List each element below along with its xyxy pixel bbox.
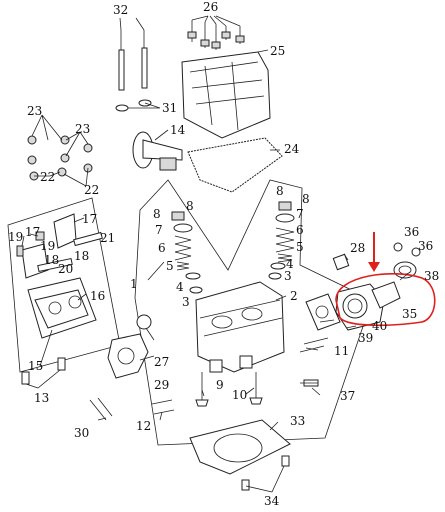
callout-11: 11 xyxy=(334,344,349,358)
cylinder-head-cover xyxy=(181,51,271,139)
callout-6-left: 6 xyxy=(158,241,166,255)
callout-21: 21 xyxy=(100,231,115,245)
bolt-30-group xyxy=(89,397,113,421)
callout-31: 31 xyxy=(162,101,177,115)
callout-19-left: 19 xyxy=(8,230,23,244)
callout-5-right: 5 xyxy=(296,240,304,254)
dowel-pin-13-group xyxy=(21,357,66,385)
callout-36-left: 36 xyxy=(404,225,419,239)
cylinder-head-gasket xyxy=(189,419,291,475)
valve-spring-stack-right xyxy=(268,201,295,280)
callout-30: 30 xyxy=(74,426,89,440)
leader-lines xyxy=(21,15,411,493)
valve-pair xyxy=(195,372,263,407)
callout-4-left: 4 xyxy=(176,280,184,294)
callout-3-right: 3 xyxy=(284,269,292,283)
washer-31-group xyxy=(115,99,152,112)
thermostat-housing xyxy=(107,314,152,379)
valve-spring-stack-left xyxy=(171,211,203,294)
callout-5-left: 5 xyxy=(166,259,174,273)
bolt-12-group xyxy=(151,399,175,415)
callout-17-top: 17 xyxy=(82,212,97,226)
callout-22-right: 22 xyxy=(84,183,99,197)
callout-8-left-a: 8 xyxy=(153,207,161,221)
callout-23-left: 23 xyxy=(27,104,42,118)
callout-4-right: 4 xyxy=(286,257,294,271)
callout-19-mid: 19 xyxy=(40,239,55,253)
callout-26: 26 xyxy=(203,0,218,14)
bolt-26-group xyxy=(187,20,245,50)
callout-8-right-b: 8 xyxy=(302,192,310,206)
callout-10: 10 xyxy=(232,388,247,402)
callout-17-left: 17 xyxy=(25,225,40,239)
callout-13: 13 xyxy=(34,391,49,405)
callout-14: 14 xyxy=(170,123,186,137)
callout-8-left-b: 8 xyxy=(186,199,194,213)
callout-18-right: 18 xyxy=(74,249,89,263)
cylinder-head-assembly-box xyxy=(134,179,373,446)
intake-manifold xyxy=(335,281,401,331)
dowel-pin-34-group xyxy=(241,455,290,491)
callout-36-right: 36 xyxy=(418,239,433,253)
callout-35: 35 xyxy=(402,307,417,321)
callout-38: 38 xyxy=(424,269,439,283)
stud-11-group xyxy=(299,337,329,353)
cap-nuts-36 xyxy=(393,242,421,257)
callout-22-left: 22 xyxy=(40,170,55,184)
callout-6-right: 6 xyxy=(296,223,304,237)
callout-7-left: 7 xyxy=(155,223,163,237)
cylinder-head xyxy=(195,281,285,373)
callout-3-left: 3 xyxy=(182,295,190,309)
callout-28: 28 xyxy=(350,241,365,255)
highlight-part-35 xyxy=(335,232,436,327)
callout-37: 37 xyxy=(340,389,355,403)
spark-plug-28 xyxy=(332,253,350,271)
callout-8-right-a: 8 xyxy=(276,184,284,198)
callout-27: 27 xyxy=(154,355,169,369)
callout-32: 32 xyxy=(113,3,128,17)
callout-1: 1 xyxy=(130,277,138,291)
stud-32-group xyxy=(118,30,148,91)
callout-24: 24 xyxy=(284,142,300,156)
callout-9: 9 xyxy=(216,378,224,392)
callout-labels: 32 26 25 31 14 24 23 23 22 22 17 19 17 2… xyxy=(8,0,439,508)
callout-39: 39 xyxy=(358,331,373,345)
callout-34: 34 xyxy=(264,494,280,508)
callout-2: 2 xyxy=(290,289,298,303)
callout-20: 20 xyxy=(58,262,73,276)
nut-group-22-23 xyxy=(27,135,93,181)
callout-7-right: 7 xyxy=(296,207,304,221)
callout-33: 33 xyxy=(290,414,305,428)
callout-23-right: 23 xyxy=(75,122,90,136)
callout-12: 12 xyxy=(136,419,151,433)
callout-16: 16 xyxy=(90,289,105,303)
rocker-arm-assembly xyxy=(16,213,103,339)
callout-25: 25 xyxy=(270,44,285,58)
temperature-sensor-37 xyxy=(300,379,319,387)
callout-15: 15 xyxy=(28,359,43,373)
cam-sprocket xyxy=(132,131,183,171)
callout-40: 40 xyxy=(372,319,387,333)
callout-18-left: 18 xyxy=(44,253,59,267)
head-cover-gasket xyxy=(187,137,283,193)
intake-gasket xyxy=(305,293,341,331)
callout-29: 29 xyxy=(154,378,169,392)
